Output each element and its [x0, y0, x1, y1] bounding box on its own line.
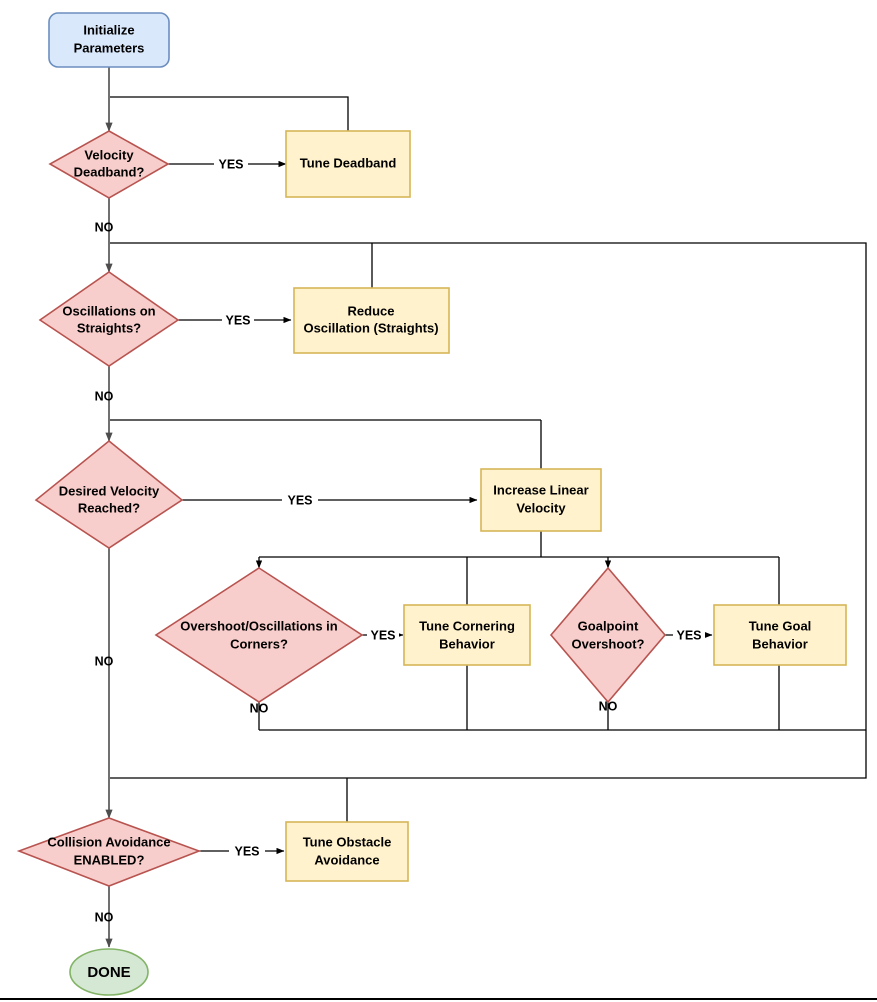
node-tune-obstacle-shape[interactable]	[285, 821, 409, 882]
edge-label-yes-6: YES	[234, 844, 259, 858]
node-overshoot-corners-label-1: Overshoot/Oscillations in	[180, 618, 338, 633]
node-reduce-oscillation-label-2: Oscillation (Straights)	[303, 320, 438, 335]
edge-label-no-2: NO	[95, 389, 114, 403]
node-done[interactable]: DONE	[69, 948, 149, 996]
node-oscillations-straights-label-1: Oscillations on	[62, 303, 155, 318]
node-done-shape[interactable]	[69, 948, 149, 996]
node-reduce-oscillation-label-1: Reduce	[348, 303, 395, 318]
node-collision-avoidance[interactable]: Collision Avoidance ENABLED?	[16, 817, 202, 887]
node-initialize-parameters[interactable]: Initialize Parameters	[48, 12, 170, 68]
node-tune-goal[interactable]: Tune Goal Behavior	[713, 604, 847, 666]
edge-label-yes-4: YES	[370, 628, 395, 642]
node-tune-deadband[interactable]: Tune Deadband	[285, 130, 411, 198]
node-oscillations-straights-shape[interactable]	[38, 271, 180, 367]
node-tune-obstacle[interactable]: Tune Obstacle Avoidance	[285, 821, 409, 882]
node-tune-goal-label-2: Behavior	[752, 636, 808, 651]
node-overshoot-corners-label-2: Corners?	[230, 636, 288, 651]
node-initialize-parameters-label-1: Initialize	[83, 22, 134, 37]
label-bg-yes-5	[673, 628, 705, 643]
node-increase-linear-velocity-label-1: Increase Linear	[493, 482, 588, 497]
node-desired-velocity-label-2: Reached?	[78, 500, 140, 515]
edge-label-yes-2: YES	[225, 313, 250, 327]
edge-label-yes-5: YES	[676, 628, 701, 642]
node-goalpoint-overshoot-shape[interactable]	[549, 566, 667, 704]
node-collision-avoidance-label-1: Collision Avoidance	[47, 834, 170, 849]
label-bg-yes-6	[229, 844, 265, 859]
node-desired-velocity-label-1: Desired Velocity	[59, 483, 160, 498]
node-tune-cornering-label-2: Behavior	[439, 636, 495, 651]
node-increase-linear-velocity-shape[interactable]	[480, 468, 602, 532]
label-bg-yes-4	[367, 628, 399, 643]
edge-label-no-1: NO	[95, 220, 114, 234]
edge-tune-deadband-feedback	[110, 96, 349, 131]
node-reduce-oscillation-shape[interactable]	[293, 287, 450, 354]
edge-label-yes-1: YES	[218, 157, 243, 171]
node-reduce-oscillation[interactable]: Reduce Oscillation (Straights)	[293, 287, 450, 354]
node-velocity-deadband-label-1: Velocity	[84, 147, 134, 162]
node-initialize-parameters-label-2: Parameters	[74, 40, 145, 55]
node-increase-linear-velocity[interactable]: Increase Linear Velocity	[480, 468, 602, 532]
edge-label-yes-3: YES	[287, 493, 312, 507]
label-bg-yes-1	[214, 157, 248, 172]
node-tune-obstacle-label-2: Avoidance	[314, 852, 379, 867]
node-tune-deadband-shape[interactable]	[285, 130, 411, 198]
edge-label-no-4: NO	[250, 701, 269, 715]
node-oscillations-straights-label-2: Straights?	[77, 320, 141, 335]
node-collision-avoidance-shape[interactable]	[16, 817, 202, 887]
node-velocity-deadband-label-2: Deadband?	[74, 164, 145, 179]
node-initialize-parameters-shape[interactable]	[48, 12, 170, 68]
node-overshoot-corners[interactable]: Overshoot/Oscillations in Corners?	[154, 567, 364, 703]
node-tune-cornering-shape[interactable]	[403, 604, 531, 666]
node-tune-goal-label-1: Tune Goal	[749, 618, 812, 633]
node-goalpoint-overshoot-label-1: Goalpoint	[578, 618, 639, 633]
node-done-label: DONE	[87, 964, 130, 981]
node-tune-goal-shape[interactable]	[713, 604, 847, 666]
node-velocity-deadband[interactable]: Velocity Deadband?	[48, 130, 170, 199]
node-goalpoint-overshoot[interactable]: Goalpoint Overshoot?	[549, 566, 667, 704]
node-desired-velocity-shape[interactable]	[34, 439, 184, 549]
node-overshoot-corners-shape[interactable]	[154, 567, 364, 703]
edge-label-no-5: NO	[599, 699, 618, 713]
node-tune-cornering-label-1: Tune Cornering	[419, 618, 515, 633]
node-increase-linear-velocity-label-2: Velocity	[516, 500, 566, 515]
label-bg-yes-2	[222, 313, 254, 328]
node-oscillations-straights[interactable]: Oscillations on Straights?	[38, 271, 180, 367]
node-collision-avoidance-label-2: ENABLED?	[74, 852, 145, 867]
edge-label-no-6: NO	[95, 910, 114, 924]
node-tune-deadband-label-1: Tune Deadband	[300, 155, 397, 170]
label-bg-yes-3	[282, 493, 318, 508]
node-tune-obstacle-label-1: Tune Obstacle	[303, 834, 392, 849]
edge-label-no-3: NO	[95, 654, 114, 668]
node-desired-velocity[interactable]: Desired Velocity Reached?	[34, 439, 184, 549]
edge-outer-return-rail	[110, 242, 867, 779]
node-goalpoint-overshoot-label-2: Overshoot?	[572, 636, 645, 651]
node-tune-cornering[interactable]: Tune Cornering Behavior	[403, 604, 531, 666]
node-velocity-deadband-shape[interactable]	[48, 130, 170, 199]
